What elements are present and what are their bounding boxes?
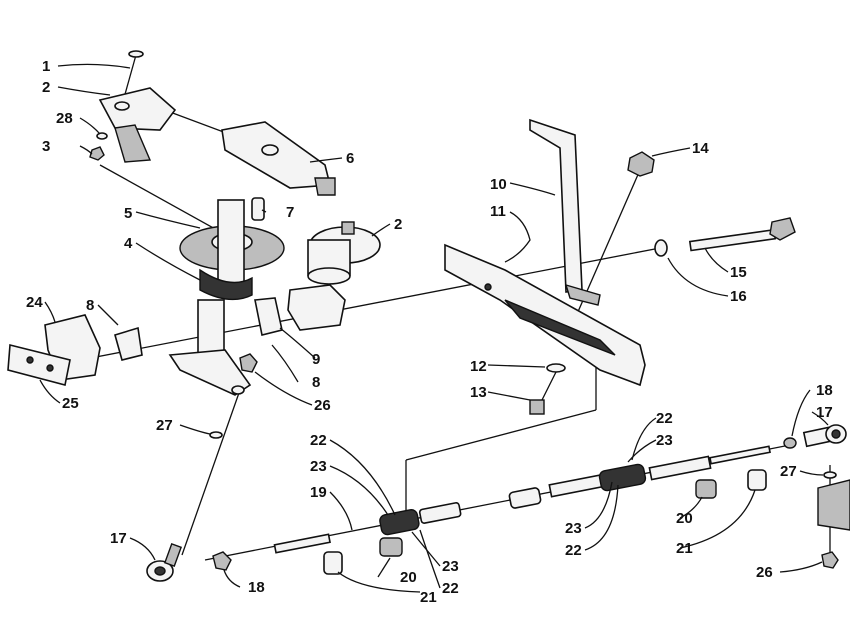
nut-part-18-right [783,437,797,449]
nut-part-3 [89,146,105,161]
callout-2: 2 [42,79,50,96]
callout-17: 17 [816,404,833,421]
washer-part-16 [654,239,668,257]
callout-3: 3 [42,138,50,155]
callout-21: 21 [420,589,437,606]
callout-18: 18 [248,579,265,596]
callout-11: 11 [490,203,506,220]
callout-7: 7 [286,204,294,221]
callout-4: 4 [124,235,133,252]
nut-part-26-right [821,551,839,569]
callout-22: 22 [442,580,459,597]
bushing-part-8-left [114,326,143,361]
bolt-part-13 [529,371,557,415]
callout-2: 2 [394,216,402,233]
ball-joint-part-17-right [802,424,847,448]
ball-joint-part-17-left [146,542,183,582]
callout-23: 23 [310,458,327,475]
callout-27: 27 [156,417,173,434]
nut-part-26-left [239,353,258,373]
callout-23: 23 [442,558,459,575]
callout-25: 25 [62,395,79,412]
callout-8: 8 [86,297,94,314]
clamp-part-2-upper [98,87,177,163]
assembly-lines [69,111,831,560]
callout-10: 10 [490,176,507,193]
block-part-9 [287,284,346,331]
callout-23: 23 [565,520,582,537]
callout-labels: 1 2 2 3 4 5 6 7 8 8 9 10 11 12 13 14 15 … [26,58,833,606]
callout-26: 26 [756,564,773,581]
callout-20: 20 [676,510,693,527]
bolt-part-15 [688,217,796,252]
washer-part-27-right [823,471,837,479]
callout-20: 20 [400,569,417,586]
callout-16: 16 [730,288,747,305]
callout-17: 17 [110,530,127,547]
shaft-assembly-part-4 [168,199,253,396]
block-right [817,479,850,531]
fitting-part-21-left [323,551,343,575]
callout-22: 22 [310,432,327,449]
cable-part-19 [204,444,791,561]
bushing-part-8-right [254,297,283,336]
callout-1: 1 [42,58,50,75]
nut-part-18-left [212,551,232,571]
nut-part-14 [627,151,655,177]
callout-22: 22 [565,542,582,559]
callout-26: 26 [314,397,331,414]
bracket-part-10 [529,118,601,306]
callout-6: 6 [346,150,354,167]
callout-28: 28 [56,110,73,127]
clamp-part-2-right [307,221,381,285]
callout-27: 27 [780,463,797,480]
callout-23: 23 [656,432,673,449]
lever-part-11 [444,243,646,387]
callout-8: 8 [312,374,320,391]
fitting-part-21-right [747,469,767,491]
plate-part-25 [7,343,71,386]
washer-part-12 [546,363,566,373]
callout-9: 9 [312,351,320,368]
callout-19: 19 [310,484,327,501]
callout-21: 21 [676,540,693,557]
callout-5: 5 [124,205,132,222]
pin-part-7 [251,197,265,221]
plate-part-6 [221,121,336,196]
washer-part-28 [96,132,108,140]
callout-15: 15 [730,264,747,281]
callout-22: 22 [656,410,673,427]
callout-12: 12 [470,358,487,375]
fitting-part-20-right [695,479,717,499]
leader-lines [39,63,829,593]
fitting-part-20-left [379,537,403,557]
callout-24: 24 [26,294,43,311]
washer-part-27-left [209,431,223,439]
callout-14: 14 [692,140,709,157]
callout-13: 13 [470,384,487,401]
callout-18: 18 [816,382,833,399]
